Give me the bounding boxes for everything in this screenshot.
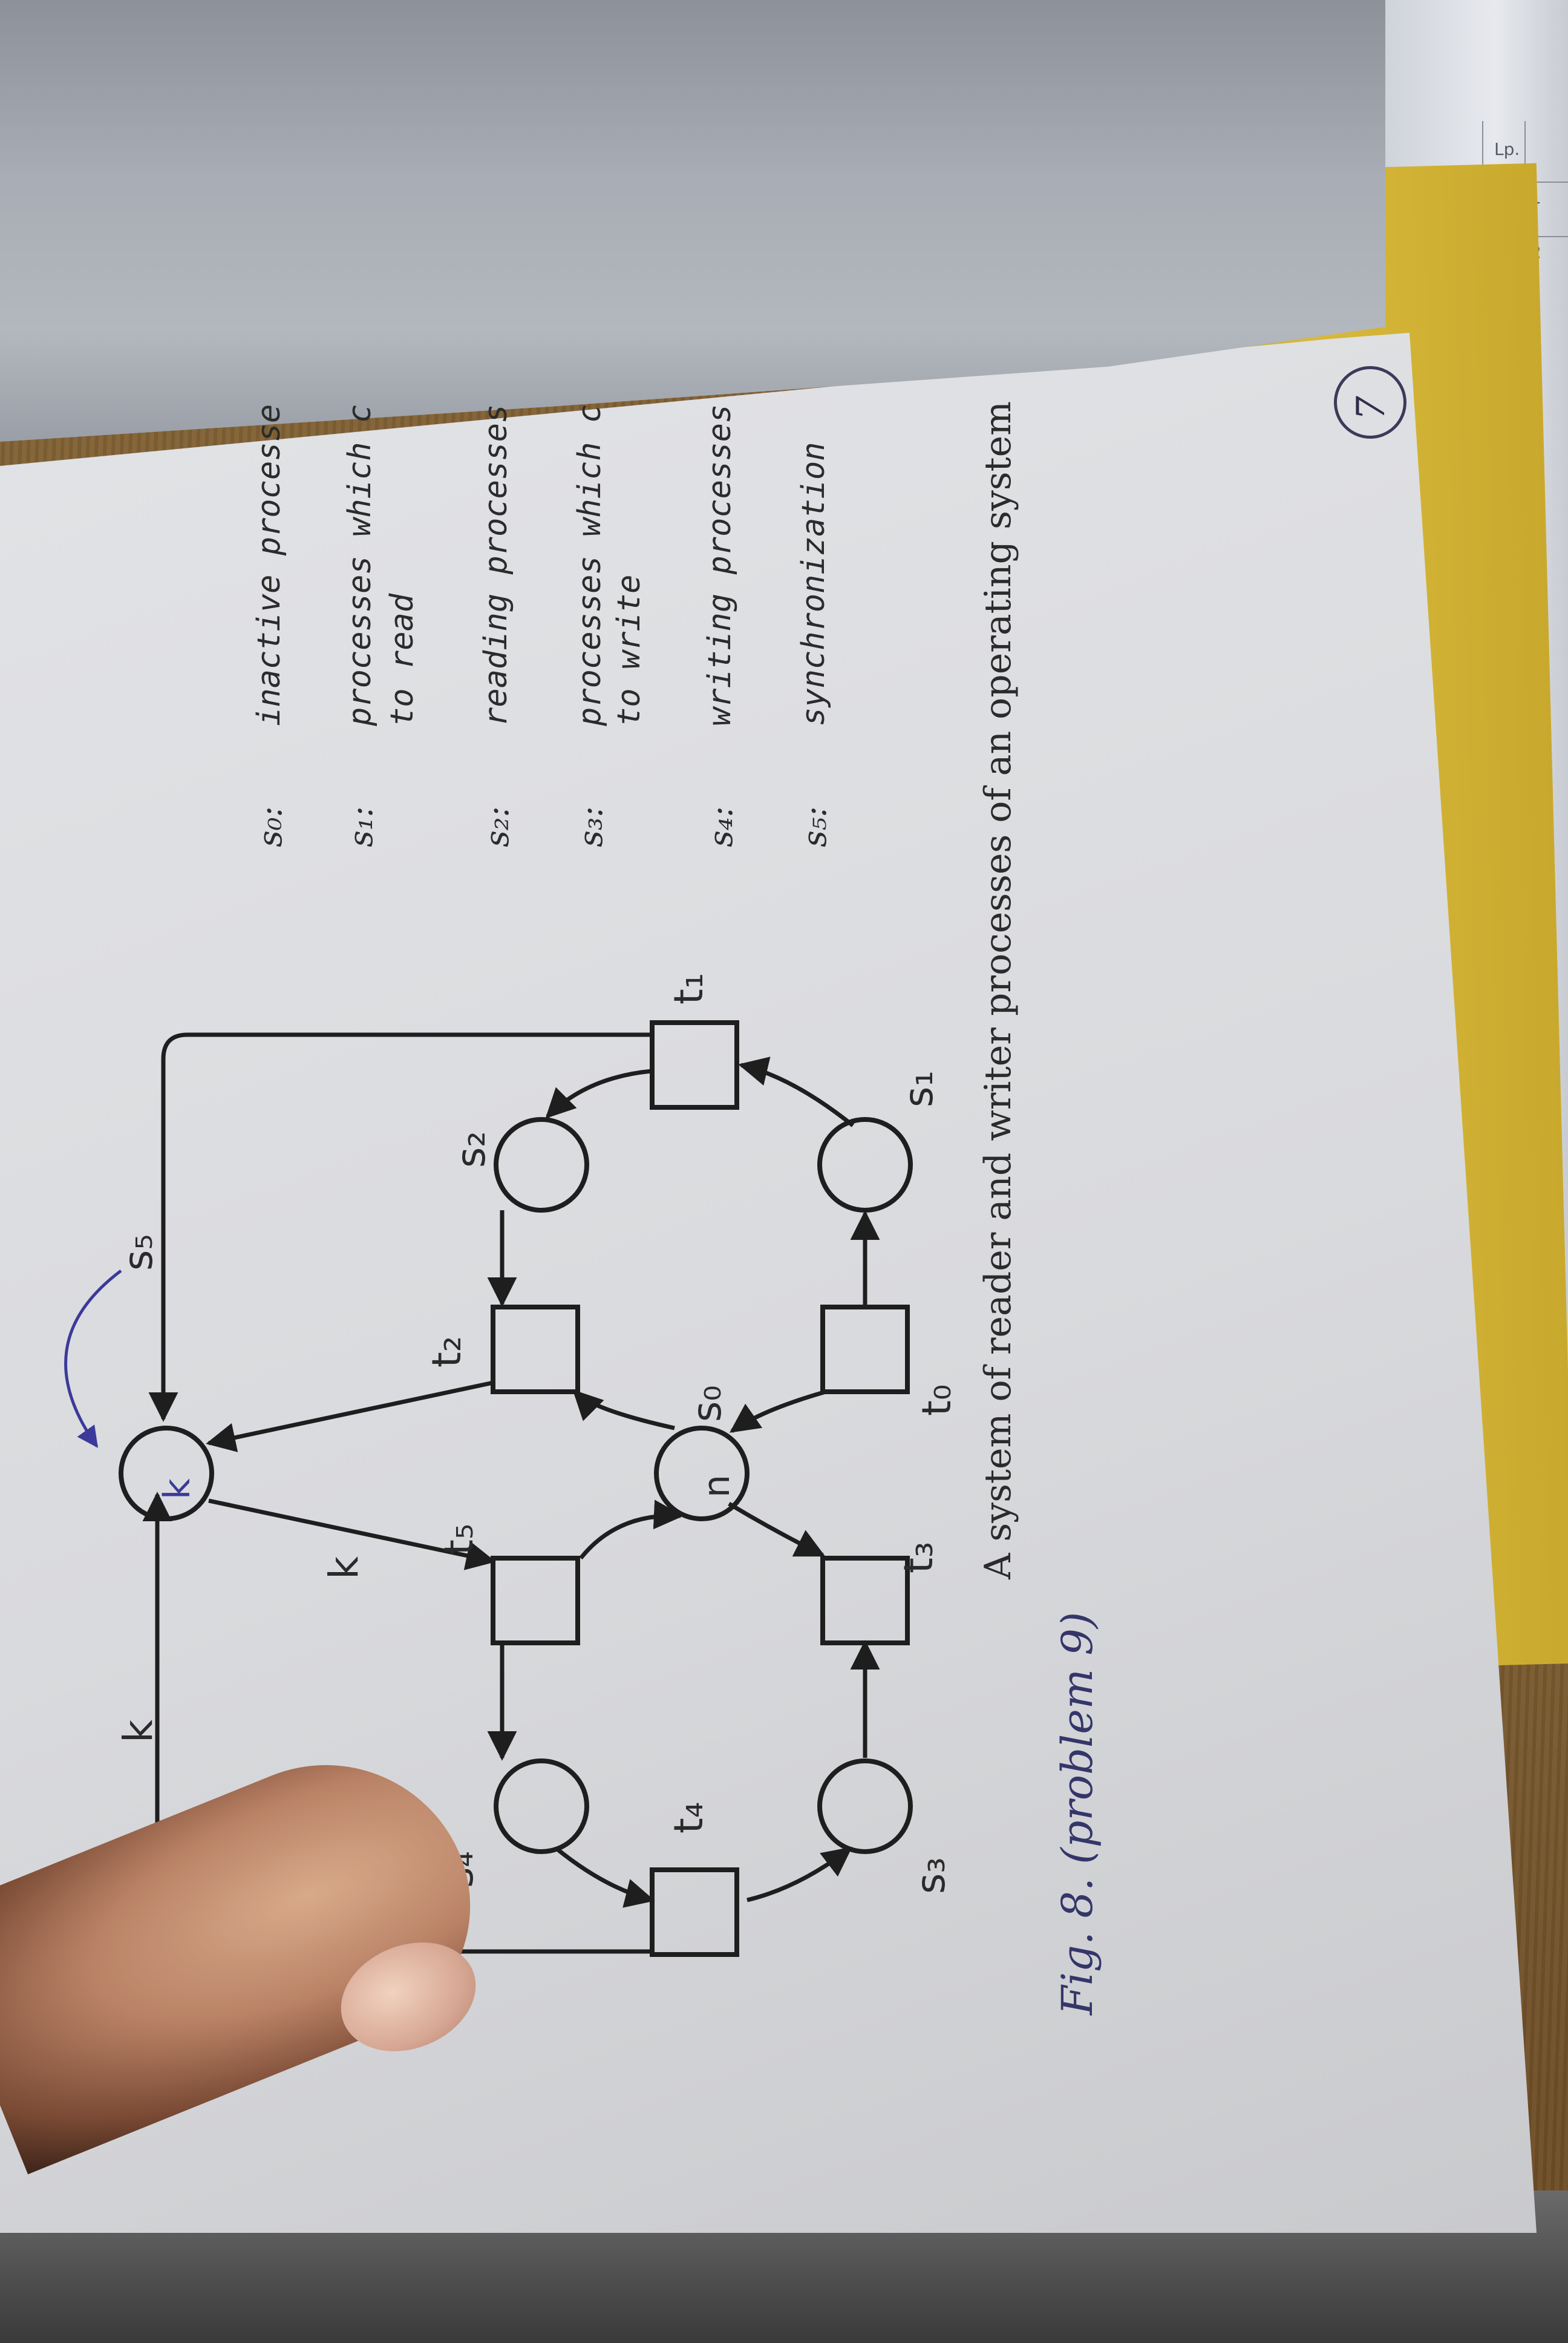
place-s5 [119,1426,214,1521]
transition-t3-label: t₃ [895,1541,942,1573]
place-s1-label: s₁ [895,1070,942,1107]
transition-t0 [820,1305,910,1394]
arc-s4-t4 [555,1847,655,1908]
transition-t1-label: t₁ [665,972,712,1004]
legend-symbol: s₄: [702,806,740,847]
transition-t1 [650,1020,739,1110]
place-s0 [654,1426,750,1521]
side-table-header: Lp. [1494,139,1520,159]
transition-t4-label: t₄ [665,1801,712,1833]
legend-symbol: s₃: [572,806,610,847]
legend-symbol: s₀: [251,806,289,847]
legend-symbol: s₅: [795,806,834,847]
arc-s0-t2 [572,1389,675,1430]
legend-symbol: s₂: [478,806,516,847]
place-s0-token: n [696,1474,738,1498]
figure-caption: A system of reader and writer processes … [977,401,1019,1579]
page-number: 7 [1349,396,1394,421]
arc-t2-s5 [206,1380,494,1452]
arc-weight-t4-s5: k [115,1719,162,1743]
legend-description: processes which c [572,404,608,726]
handwritten-k-arrow [64,1270,122,1448]
place-s2-label: s₂ [448,1131,494,1168]
place-s3 [817,1758,913,1854]
legend-description: reading processes [478,404,514,726]
arc-t5-s0 [579,1499,684,1560]
arc-s0-t3 [728,1501,826,1558]
place-s5-token: k [156,1478,198,1499]
arc-t0-s0 [729,1389,826,1433]
transition-t2 [491,1305,580,1394]
legend-symbol: s₁: [342,806,380,847]
transition-t2-label: t₂ [423,1335,470,1368]
arc-t1-s2 [545,1069,653,1119]
transition-t3 [820,1556,910,1645]
transition-t0-label: t₀ [913,1384,960,1416]
legend-description: processes which c [342,404,378,726]
place-s3-label: s₃ [907,1857,954,1894]
arc-t4-s3 [746,1847,852,1902]
arc-weight-s5-t5: k [321,1556,367,1579]
transition-t5 [491,1556,580,1645]
legend-description-line2: to read [384,593,420,726]
place-s5-label: s₅ [115,1234,162,1271]
arc-s5-t5 [208,1498,496,1570]
arc-t1-s5 [148,1032,652,1422]
legend-description-line2: to write [611,574,647,726]
place-s1 [817,1117,913,1213]
place-s0-label: s₀ [684,1385,730,1422]
handwritten-figure-note: Fig. 8. (problem 9) [1053,1611,1102,2015]
transition-t4 [650,1867,739,1957]
arc-s1-t1 [738,1057,855,1127]
page-number-circle [1334,366,1406,439]
legend-description: synchronization [795,442,832,726]
transition-t5-label: t₅ [436,1523,482,1555]
legend-description: writing processes [702,404,738,726]
place-s4 [494,1758,589,1854]
legend-description: inactive processe [251,404,287,726]
place-s2 [494,1117,589,1213]
